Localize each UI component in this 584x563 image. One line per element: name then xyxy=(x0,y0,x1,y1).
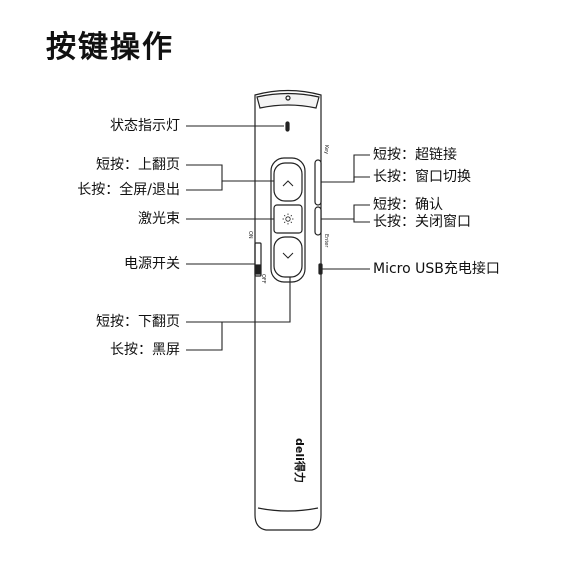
laser-button xyxy=(273,204,303,234)
device-brand-logo: deli得力 xyxy=(293,438,307,483)
power-switch xyxy=(254,242,262,277)
label-short-confirm: 短按：确认 xyxy=(373,197,443,213)
page-title: 按键操作 xyxy=(46,30,174,65)
leader-close-window xyxy=(353,219,370,223)
label-usb-port: Micro USB充电接口 xyxy=(373,261,500,277)
side-key-enter xyxy=(314,206,322,236)
label-short-hyperlink: 短按：超链接 xyxy=(373,147,457,163)
side-key-top-label: Key xyxy=(323,145,329,154)
device-bottom-edge xyxy=(257,507,319,512)
sun-icon xyxy=(282,213,294,225)
device-outline xyxy=(254,89,322,531)
label-short-page-down: 短按：下翻页 xyxy=(96,314,180,330)
side-key-hyperlink xyxy=(314,159,322,206)
leader-page-down xyxy=(186,277,291,323)
chevron-down-icon xyxy=(282,252,294,259)
leader-window-switch xyxy=(353,176,370,182)
leader-black xyxy=(186,322,223,351)
leader-confirm xyxy=(321,204,370,220)
usb-port xyxy=(318,263,323,275)
device-cap xyxy=(256,92,320,109)
button-panel xyxy=(270,157,306,283)
switch-on-label: ON xyxy=(247,231,253,239)
label-long-black: 长按：黑屏 xyxy=(110,342,180,358)
indicator-light xyxy=(285,121,290,132)
side-key-bottom-label: Enter xyxy=(323,234,329,248)
leader-fullscreen xyxy=(186,181,223,191)
device-cap-hole xyxy=(285,95,291,101)
leader-hyperlink xyxy=(321,154,370,183)
presenter-device xyxy=(254,89,323,531)
label-laser: 激光束 xyxy=(138,211,180,227)
label-long-window-switch: 长按：窗口切换 xyxy=(373,169,471,185)
chevron-up-icon xyxy=(282,180,294,187)
leader-page-up xyxy=(186,164,274,182)
page-up-button xyxy=(273,162,303,202)
page-down-button xyxy=(273,236,303,278)
switch-off-label: OFF xyxy=(260,274,266,284)
label-indicator: 状态指示灯 xyxy=(110,118,180,134)
label-power-switch: 电源开关 xyxy=(124,256,180,272)
label-long-fullscreen: 长按：全屏/退出 xyxy=(77,182,180,198)
power-switch-knob xyxy=(254,264,262,275)
label-short-page-up: 短按：上翻页 xyxy=(96,157,180,173)
leader-lines xyxy=(186,125,370,351)
label-long-close-window: 长按：关闭窗口 xyxy=(373,214,471,230)
